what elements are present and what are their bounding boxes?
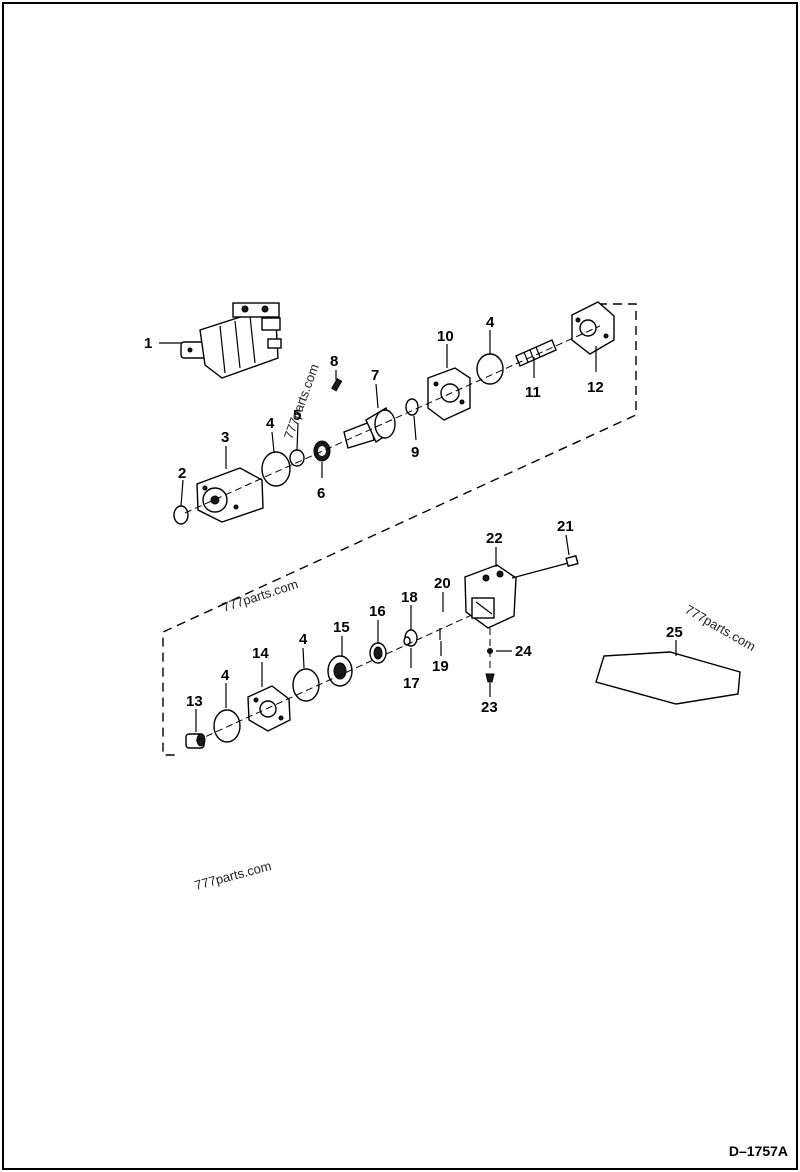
part-4-seal-lower-b xyxy=(292,668,320,702)
callout-24: 24 xyxy=(515,643,532,660)
drawing-code: D–1757A xyxy=(729,1143,788,1159)
part-7-shaft xyxy=(343,406,396,449)
part-22-body xyxy=(464,564,517,629)
callout-1: 1 xyxy=(144,335,152,352)
callout-10: 10 xyxy=(437,328,454,345)
callout-12: 12 xyxy=(587,379,604,396)
lower-centerline xyxy=(195,612,477,742)
leader-lines xyxy=(159,330,677,732)
callout-18: 18 xyxy=(401,589,418,606)
callout-5: 5 xyxy=(293,407,301,424)
part-14-cover xyxy=(247,685,291,732)
part-9-ring xyxy=(405,398,419,416)
part-2-ring xyxy=(173,505,189,525)
callout-4d: 4 xyxy=(299,631,308,648)
part-25-packet xyxy=(595,651,741,705)
callout-13: 13 xyxy=(186,693,203,710)
callout-labels: 1 2 3 4 5 6 7 8 9 10 4 11 12 2 13 4 14 4… xyxy=(144,314,683,716)
watermark-1: 777parts.com xyxy=(281,362,322,441)
callout-20: 20 xyxy=(434,575,451,592)
part-5-washer xyxy=(289,449,305,467)
watermark-2: 777parts.com xyxy=(220,576,300,615)
callout-4c: 4 xyxy=(221,667,230,684)
part-6-bearing xyxy=(313,440,331,462)
callout-4: 4 xyxy=(266,415,275,432)
callout-17: 17 xyxy=(403,675,420,692)
part-21-bolt xyxy=(511,554,579,579)
callout-8: 8 xyxy=(330,353,338,370)
callout-23: 23 xyxy=(481,699,498,716)
callout-4b: 4 xyxy=(486,314,495,331)
callout-15: 15 xyxy=(333,619,350,636)
part-8-key xyxy=(331,378,343,392)
dashed-boundary xyxy=(162,303,637,756)
upper-centerline xyxy=(184,325,601,514)
watermark-4: 777parts.com xyxy=(193,858,273,893)
part-4-seal-upper-a xyxy=(261,451,291,487)
callout-16: 16 xyxy=(369,603,386,620)
part-15-gerotor xyxy=(327,655,353,687)
callout-19: 19 xyxy=(432,658,449,675)
callout-22: 22 xyxy=(486,530,503,547)
assembled-motor xyxy=(180,302,282,379)
watermark-3: 777parts.com xyxy=(683,602,759,654)
part-12-end-cap xyxy=(571,301,615,355)
part-23-plug xyxy=(485,673,495,683)
part-3-housing xyxy=(196,467,264,523)
callout-3: 3 xyxy=(221,429,229,446)
callout-2: 2 xyxy=(178,465,186,482)
part-11-splined-shaft xyxy=(515,339,557,367)
part-16-gear xyxy=(369,642,387,664)
callout-25: 25 xyxy=(666,624,683,641)
callout-7: 7 xyxy=(371,367,379,384)
part-13-fitting xyxy=(185,733,206,749)
callout-11: 11 xyxy=(525,384,541,401)
callout-14: 14 xyxy=(252,645,269,662)
callout-21: 21 xyxy=(557,518,574,535)
callout-6: 6 xyxy=(317,485,325,502)
part-4-seal-lower-a xyxy=(213,709,241,743)
callout-9: 9 xyxy=(411,444,419,461)
